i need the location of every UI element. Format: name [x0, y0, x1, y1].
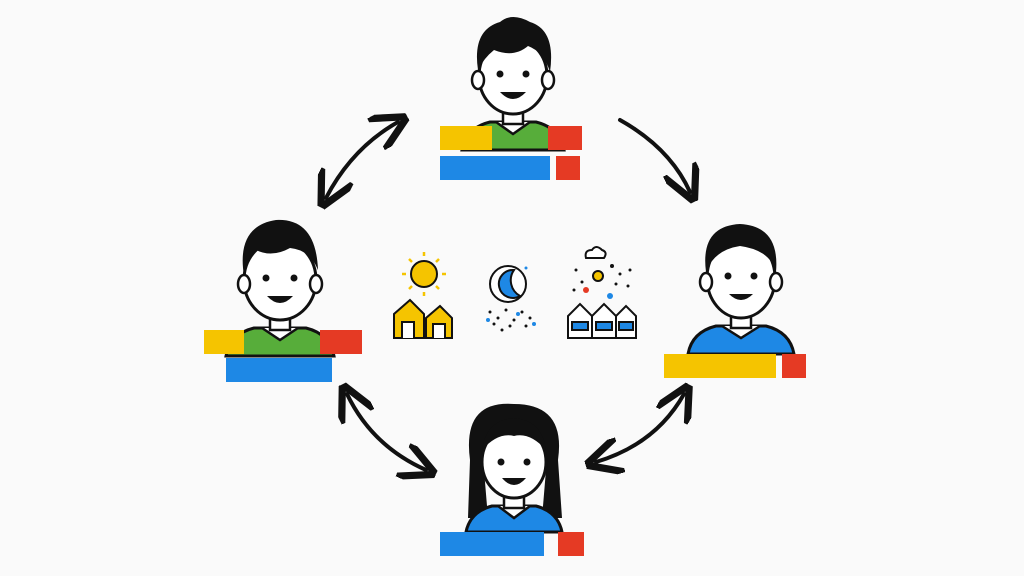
moon-stars-icon: [486, 265, 536, 332]
person-left-hair: [242, 219, 318, 276]
village-weather-icon: [567, 246, 637, 339]
bar-blue: [226, 358, 332, 382]
cycle-arrows: [326, 120, 690, 470]
arrow-left-bottom: [347, 394, 426, 470]
person-top-hair: [476, 17, 552, 72]
arrow-top-right: [618, 118, 690, 192]
person-right-shirt: [686, 324, 796, 356]
bar-yellow: [664, 354, 776, 378]
bar-yellow: [204, 330, 244, 354]
person-bottom: [440, 403, 584, 556]
person-left: [204, 219, 362, 382]
bar-red: [782, 354, 806, 378]
arrow-right-bottom: [596, 394, 684, 462]
person-right: [664, 224, 806, 378]
bar-red: [548, 126, 582, 150]
sun-houses-icon: [393, 252, 453, 339]
bar-red: [558, 532, 584, 556]
arrow-top-left: [326, 122, 398, 198]
bar-blue: [440, 532, 544, 556]
bar-red-small: [556, 156, 580, 180]
bar-blue: [440, 156, 550, 180]
bar-yellow: [440, 126, 492, 150]
person-top: [440, 17, 582, 180]
person-right-hair: [705, 224, 777, 272]
bar-red: [320, 330, 362, 354]
